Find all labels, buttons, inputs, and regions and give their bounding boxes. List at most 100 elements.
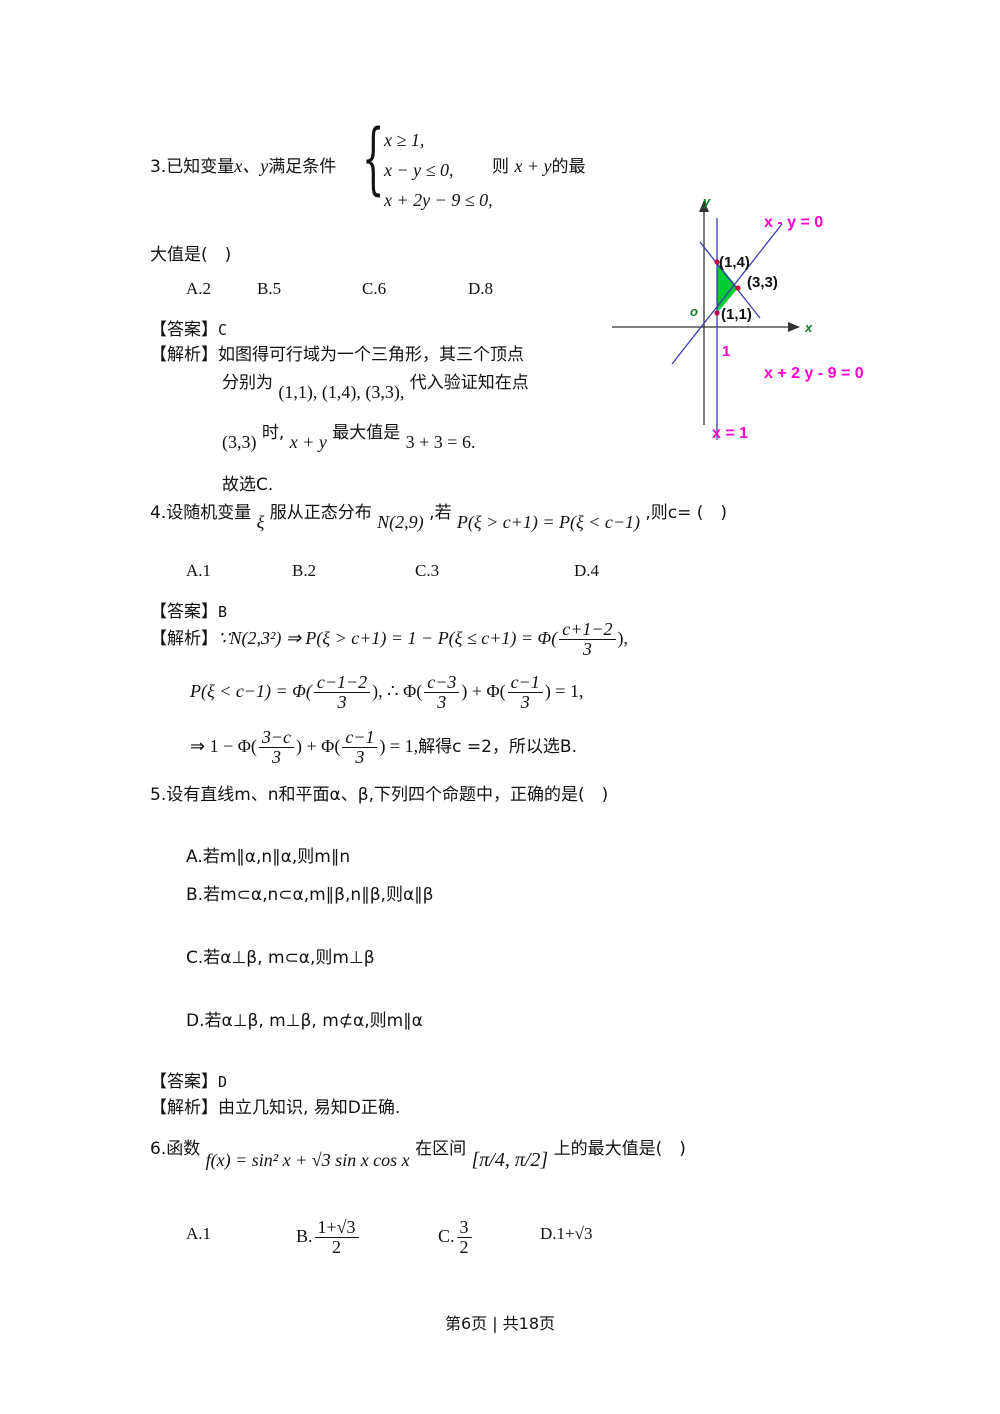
analysis-text: 时,: [261, 423, 285, 443]
analysis-text: 由立几知识, 易知D正确.: [218, 1098, 401, 1118]
math-segment: ⇒ 1 − Φ(: [190, 735, 257, 756]
q3-stem: 3.已知变量x、y满足条件: [150, 152, 336, 178]
q5-option-a: A.若m∥α,n∥α,则m∥n: [186, 847, 351, 867]
q3-stem-mid: 满足条件: [268, 157, 337, 177]
q4-option-c: C.3: [415, 561, 440, 580]
q5-option-c: C.若α⊥β, m⊂α,则m⊥β: [186, 948, 375, 968]
answer-label: 【答案】: [150, 320, 218, 340]
answer-value: D: [218, 1073, 228, 1091]
q4-stem-if: ,若: [429, 503, 452, 523]
numerator: 1+√3: [314, 1218, 359, 1238]
numerator: c−3: [424, 673, 460, 693]
x-axis-label: x: [804, 320, 813, 335]
analysis-text: 代入验证知在点: [409, 373, 529, 393]
denominator: 3: [582, 638, 592, 659]
q3-analysis-line2: 分别为 (1,1), (1,4), (3,3), 代入验证知在点: [222, 368, 529, 402]
analysis-text: 解得c =2，所以选B.: [418, 736, 578, 757]
q4-stem-suffix: ,则c= ( ): [645, 503, 728, 523]
math-segment: ), ∴ Φ(: [372, 680, 423, 701]
q3-vars: x、y: [234, 156, 269, 176]
q5-analysis: 【解析】由立几知识, 易知D正确.: [150, 1093, 400, 1118]
answer-value: B: [218, 603, 228, 621]
answer-label: 【答案】: [150, 1072, 218, 1092]
q3-constraint-2: x − y ≤ 0,: [384, 160, 454, 180]
line-x-plus-2y: [699, 241, 761, 319]
q3-analysis-line3: (3,3) 时, x + y 最大值是 3 + 3 = 6.: [222, 418, 475, 452]
q5-answer: 【答案】D: [150, 1067, 227, 1092]
math-segment: P(ξ < c−1) = Φ(: [190, 680, 312, 701]
q3-stem-line2: 大值是( ): [150, 245, 232, 265]
q4-condition: P(ξ > c+1) = P(ξ < c−1): [456, 512, 640, 532]
numerator: c−1: [342, 728, 378, 748]
answer-label: 【答案】: [150, 602, 218, 622]
q4-stem-mid: 服从正态分布: [269, 503, 372, 523]
brace-symbol: {: [362, 114, 385, 204]
y-axis-arrow: [699, 200, 709, 212]
q4-analysis-line1: 【解析】∵N(2,3²) ⇒ P(ξ > c+1) = 1 − P(ξ ≤ c+…: [150, 620, 628, 659]
label-x-plus-2y: x + 2 y - 9 = 0: [764, 365, 864, 382]
q3-option-a: A.2: [186, 279, 212, 298]
q6-option-a: A.1: [186, 1224, 212, 1243]
page-footer: 第6页 | 共18页: [444, 1314, 556, 1333]
q3-point: (3,3): [222, 432, 257, 452]
numerator: 3: [456, 1218, 472, 1238]
math-segment: ) = 1,: [379, 735, 419, 756]
vertex-dot: [735, 285, 741, 291]
point-label-1-4: (1,4): [719, 254, 750, 271]
math-segment: ∵N(2,3²) ⇒ P(ξ > c+1) = 1 − P(ξ ≤ c+1) =…: [218, 627, 558, 648]
q3-conclusion: 故选C.: [222, 475, 274, 495]
q6-stem: 6.函数 f(x) = sin² x + √3 sin x cos x 在区间 …: [150, 1134, 686, 1171]
math-segment: ) = 1,: [544, 680, 584, 701]
numerator: 3−c: [258, 728, 295, 748]
x-axis-arrow: [788, 322, 800, 332]
q6-function: f(x) = sin² x + √3 sin x cos x: [205, 1150, 410, 1170]
q3-vertices: (1,1), (1,4), (3,3),: [278, 382, 405, 402]
q6-interval: [π/4, π/2]: [471, 1149, 549, 1171]
answer-value: C: [218, 321, 228, 339]
tick-label-1: 1: [722, 343, 730, 360]
q3-stem-then: 则: [492, 157, 509, 177]
denominator: 3: [337, 691, 347, 712]
q3-option-b: B.5: [257, 279, 282, 298]
q6-stem-prefix: 6.函数: [150, 1139, 201, 1159]
math-segment: ) + Φ(: [296, 735, 341, 756]
numerator: c−1: [507, 673, 543, 693]
q6-option-d: D.1+√3: [540, 1224, 593, 1243]
q3-stem-prefix: 3.已知变量: [150, 157, 235, 177]
feasible-region-figure: y x o 1 x - y = 0 x + 2 y - 9 = 0 x = 1 …: [612, 194, 864, 442]
numerator: c+1−2: [559, 620, 616, 640]
vertex-dot: [714, 310, 720, 316]
point-label-1-1: (1,1): [721, 306, 752, 323]
origin-label: o: [690, 304, 698, 319]
q4-dist: N(2,9): [377, 512, 424, 532]
analysis-text: 如图得可行域为一个三角形，其三个顶点: [218, 345, 524, 365]
label-x-minus-y: x - y = 0: [764, 214, 823, 231]
denominator: 3: [271, 746, 281, 767]
label-x-eq-1: x = 1: [712, 425, 748, 442]
option-label: C.: [438, 1225, 455, 1246]
denominator: 3: [437, 691, 447, 712]
q3-stem-suffix: 的最: [551, 157, 586, 177]
q5-option-b: B.若m⊂α,n⊂α,m∥β,n∥β,则α∥β: [186, 885, 434, 905]
analysis-label: 【解析】: [150, 345, 218, 365]
numerator: c−1−2: [313, 673, 371, 693]
q6-stem-mid: 在区间: [415, 1139, 467, 1159]
q3-max-expr: 3 + 3 = 6.: [405, 432, 476, 452]
denominator: 2: [332, 1236, 342, 1257]
q5-option-d: D.若α⊥β, m⊥β, m⊄α,则m∥α: [186, 1011, 423, 1031]
denominator: 3: [520, 691, 530, 712]
q3-objective: x + y: [514, 156, 552, 176]
q4-option-d: D.4: [574, 561, 600, 580]
math-segment: ),: [617, 627, 629, 648]
q4-xi: ξ: [256, 512, 265, 532]
analysis-text: 最大值是: [332, 423, 401, 443]
q6-stem-suffix: 上的最大值是( ): [553, 1139, 686, 1159]
